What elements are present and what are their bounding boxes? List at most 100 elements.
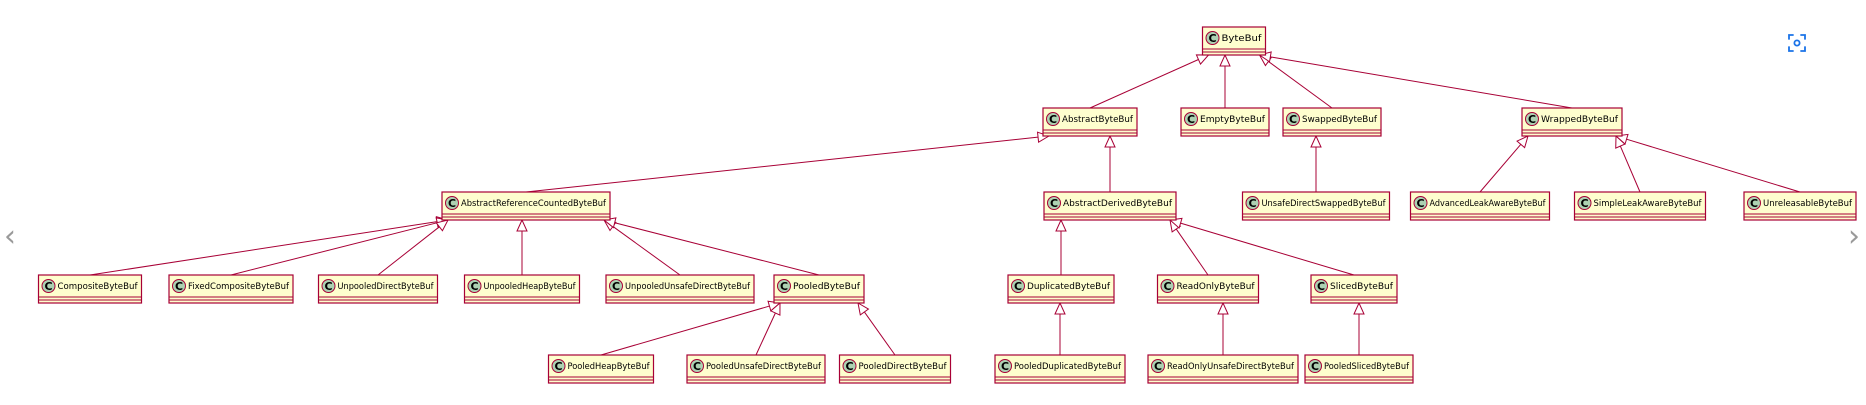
class-stereotype-letter: C [1208, 32, 1216, 45]
inheritance-arrowhead [1104, 134, 1116, 148]
class-box-AbstractDerivedByteBuf: C AbstractDerivedByteBuf [1043, 191, 1177, 221]
class-box-frame [463, 274, 581, 304]
scan-icon-graphic [1788, 34, 1806, 52]
class-stereotype-letter: C [1014, 280, 1022, 293]
class-box-frame [1282, 107, 1382, 137]
inheritance-line [600, 305, 770, 356]
class-stereotype-icon [690, 359, 704, 373]
class-box-frame [1409, 191, 1551, 221]
class-name: UnpooledUnsafeDirectByteBuf [625, 282, 751, 292]
class-box-frame [1743, 191, 1857, 221]
class-stereotype-icon [1525, 112, 1539, 126]
inheritance-line [230, 222, 438, 276]
inheritance-arrowhead [769, 301, 781, 316]
inheritance-line [1180, 222, 1355, 276]
inheritance-edge-UnreleasableByteBuf-to-WrappedByteBuf [1614, 133, 1801, 193]
class-name: SimpleLeakAwareByteBuf [1594, 199, 1703, 209]
inheritance-line [1175, 228, 1209, 276]
class-stereotype-icon [998, 359, 1012, 373]
class-box-frame [547, 354, 655, 384]
class-stereotype-icon [1747, 196, 1761, 210]
inheritance-arrowhead [1516, 135, 1529, 149]
inheritance-edge-PooledUnsafeDirectByteBuf-to-PooledByteBuf [755, 301, 781, 356]
inheritance-edge-PooledHeapByteBuf-to-PooledByteBuf [600, 300, 782, 356]
class-box-frame [1147, 354, 1299, 384]
class-stereotype-letter: C [1317, 280, 1325, 293]
class-stereotype-letter: C [1050, 197, 1058, 210]
class-name: AdvancedLeakAwareByteBuf [1430, 199, 1547, 209]
class-stereotype-icon [172, 279, 186, 293]
inheritance-edge-ReadOnlyByteBuf-to-AbstractDerivedByteBuf [1169, 219, 1209, 276]
inheritance-edge-SimpleLeakAwareByteBuf-to-WrappedByteBuf [1615, 134, 1641, 193]
previous-arrow-icon[interactable]: ‹ [4, 219, 16, 254]
class-box-AbstractByteBuf: C AbstractByteBuf [1042, 107, 1138, 137]
class-name: AbstractReferenceCountedByteBuf [461, 199, 607, 209]
class-stereotype-icon [1205, 31, 1220, 45]
class-box-frame [37, 274, 143, 304]
class-name: FixedCompositeByteBuf [188, 282, 290, 292]
inheritance-edge-ReadOnlyUnsafeDirectByteBuf-to-ReadOnlyByteBuf [1217, 301, 1229, 355]
inheritance-line [1268, 61, 1333, 109]
inheritance-edge-PooledDuplicatedByteBuf-to-DuplicatedByteBuf [1054, 301, 1066, 355]
class-stereotype-icon [609, 279, 623, 293]
class-stereotype-icon [445, 196, 459, 210]
class-box-frame [838, 354, 952, 384]
inheritance-line [755, 312, 776, 356]
class-name: WrappedByteBuf [1541, 115, 1619, 125]
inheritance-edge-UnpooledDirectByteBuf-to-AbstractReferenceCountedByteBuf [377, 219, 449, 276]
inheritance-edge-UnpooledHeapByteBuf-to-AbstractReferenceCountedByteBuf [516, 218, 528, 275]
class-stereotype-letter: C [1001, 360, 1009, 373]
scan-icon[interactable] [1782, 28, 1812, 58]
class-box-frame [1007, 274, 1115, 304]
class-stereotype-letter: C [324, 280, 332, 293]
class-name: PooledSlicedByteBuf [1324, 362, 1410, 372]
class-stereotype-icon [1286, 112, 1300, 126]
inheritance-edge-WrappedByteBuf-to-ByteBuf [1258, 51, 1573, 109]
inheritance-edge-PooledSlicedByteBuf-to-SlicedByteBuf [1353, 301, 1365, 355]
class-name: AbstractDerivedByteBuf [1063, 199, 1173, 209]
class-name: UnpooledHeapByteBuf [484, 282, 577, 292]
inheritance-edge-PooledByteBuf-to-AbstractReferenceCountedByteBuf [602, 217, 820, 276]
class-name: DuplicatedByteBuf [1027, 282, 1111, 292]
inheritance-edge-SlicedByteBuf-to-AbstractDerivedByteBuf [1168, 217, 1355, 276]
class-name: AbstractByteBuf [1062, 115, 1134, 125]
class-stereotype-letter: C [1049, 113, 1057, 126]
class-box-SimpleLeakAwareByteBuf: C SimpleLeakAwareByteBuf [1573, 191, 1707, 221]
class-stereotype-letter: C [612, 280, 620, 293]
inheritance-line [614, 222, 820, 276]
class-stereotype-icon [1308, 359, 1322, 373]
class-stereotype-letter: C [780, 280, 788, 293]
class-name: UnreleasableByteBuf [1763, 199, 1853, 209]
class-box-frame [1241, 191, 1391, 221]
inheritance-edge-AbstractReferenceCountedByteBuf-to-AbstractByteBuf [525, 131, 1051, 193]
inheritance-arrowhead [1310, 134, 1322, 148]
next-arrow-icon[interactable]: › [1848, 219, 1860, 254]
inheritance-line [1089, 59, 1199, 109]
class-box-frame [441, 191, 611, 221]
class-stereotype-letter: C [1580, 197, 1588, 210]
class-stereotype-letter: C [693, 360, 701, 373]
inheritance-arrowhead [1195, 54, 1210, 65]
inheritance-edge-EmptyByteBuf-to-ByteBuf [1219, 53, 1231, 108]
inheritance-arrowhead [1219, 53, 1231, 67]
inheritance-edge-AbstractByteBuf-to-ByteBuf [1089, 54, 1210, 109]
inheritance-line [1619, 145, 1641, 193]
inheritance-line [525, 136, 1039, 193]
class-stereotype-icon [1314, 279, 1328, 293]
inheritance-line [1479, 144, 1522, 193]
inheritance-arrowhead [1055, 218, 1067, 232]
class-stereotype-icon [1413, 196, 1428, 210]
